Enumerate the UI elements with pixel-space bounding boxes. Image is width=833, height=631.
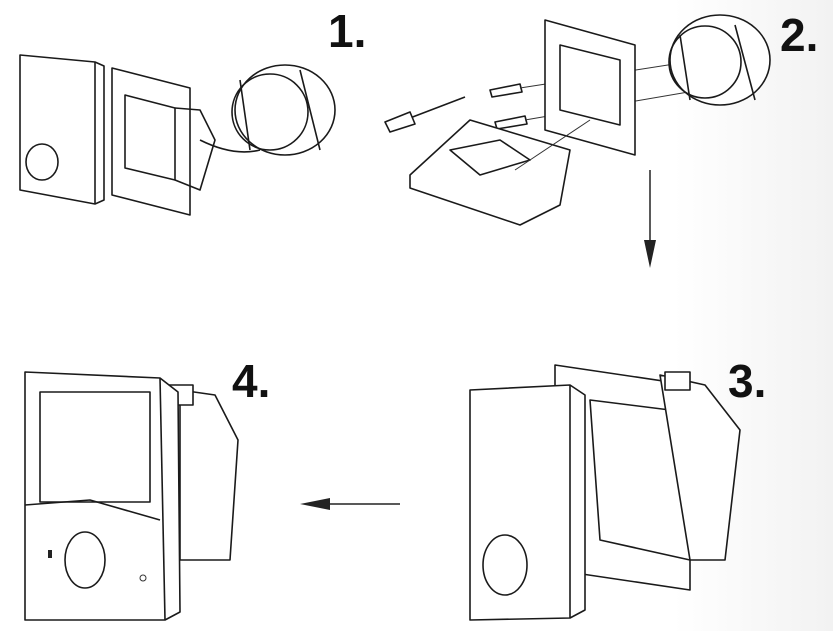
step-3-illustration [469, 364, 741, 621]
wires [199, 139, 261, 153]
back-plate [409, 119, 571, 226]
wall-box [668, 14, 771, 106]
step-2-illustration [384, 14, 771, 226]
step-1-illustration [19, 54, 336, 216]
power-icon [139, 574, 147, 582]
control-knob [64, 531, 106, 589]
display-screen [39, 391, 151, 503]
step-3-label: 3. [728, 355, 767, 407]
wall-box [659, 371, 741, 561]
step-1-label: 1. [328, 5, 367, 57]
screwdriver [384, 96, 466, 133]
arrow-left-icon [300, 498, 400, 510]
step-2-label: 2. [780, 9, 819, 61]
arrow-down-icon [644, 170, 656, 268]
thermostat-assembled [24, 371, 181, 621]
step-4-label: 4. [232, 355, 271, 407]
wall-box [231, 64, 336, 156]
thermostat-front-panel [469, 384, 586, 621]
thermostat-front-panel [19, 54, 105, 205]
mounting-frame [544, 19, 636, 156]
step-4-illustration [24, 371, 239, 621]
mounting-frame [111, 67, 216, 216]
cable [514, 119, 591, 171]
